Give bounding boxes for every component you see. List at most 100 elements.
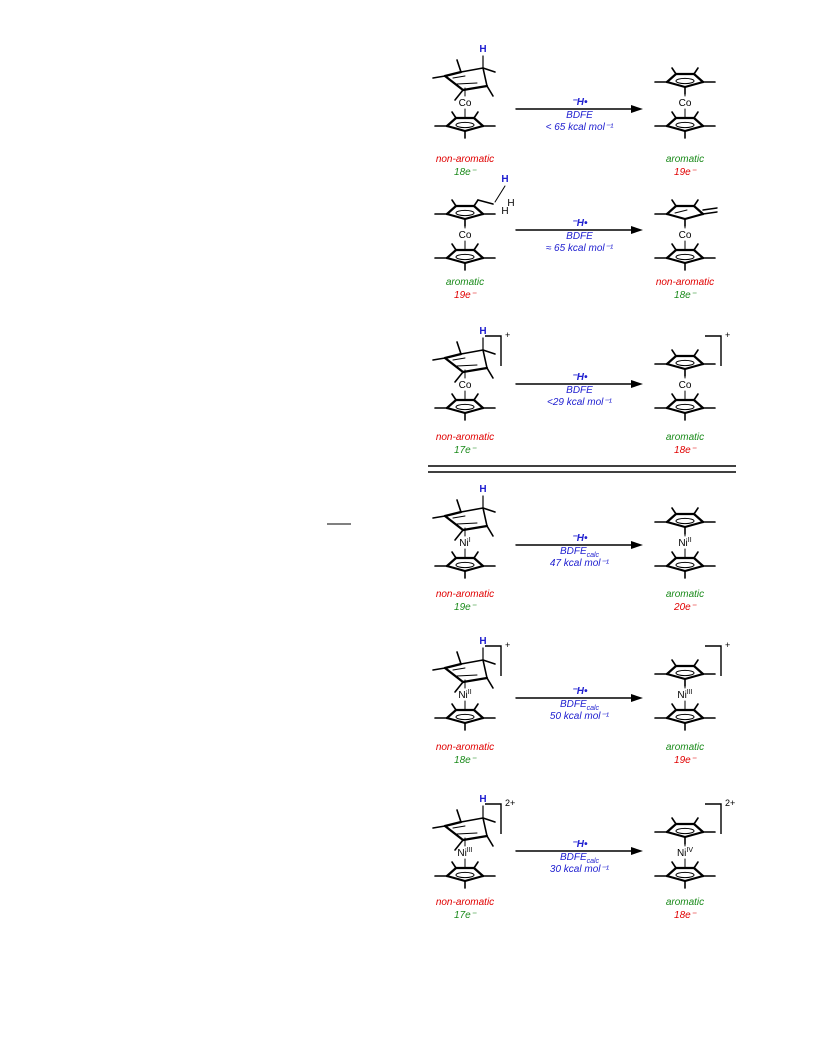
- ring-bond: [683, 830, 705, 839]
- arrow-bdfe-value: <29 kcal mol⁻¹: [547, 397, 613, 408]
- reaction-6: HNiIII2+NiIV2+non-aromatic17e⁻aromatic18…: [432, 794, 735, 921]
- reactant-4-metal-symbol: Ni: [459, 538, 468, 549]
- reactant-2-h-atom: H: [501, 174, 508, 185]
- reactant-4-metal-oxidation-state: I: [469, 537, 471, 544]
- product-2: Co: [654, 199, 718, 271]
- bond-line: [460, 67, 484, 73]
- ring-bond: [445, 708, 458, 720]
- product-1-top-ring: [654, 67, 716, 95]
- product-6-metal-oxidation-state: IV: [686, 847, 693, 854]
- product-2-top-ring: [654, 199, 718, 227]
- bond-line: [443, 666, 465, 684]
- reactant-5-metal-label: NiII: [458, 689, 471, 701]
- aromatic-circle: [455, 253, 475, 261]
- product-3-top-ring: [654, 349, 716, 377]
- reactant-1-metal-label: Co: [459, 98, 472, 109]
- exocyclic-bond: [702, 207, 718, 211]
- reaction-3: HCo+Co+non-aromatic17e⁻aromatic18e⁻⁻H•BD…: [432, 326, 730, 456]
- ring-bond: [683, 520, 705, 529]
- methyl-bond: [451, 861, 457, 869]
- product-3-metal-label: Co: [679, 380, 692, 391]
- product-6-metal-symbol: Ni: [677, 848, 686, 859]
- product-5-aromaticity-label: aromatic: [666, 742, 704, 753]
- arrow-bdfe-label: BDFEcalc: [560, 546, 600, 559]
- aromatic-circle: [675, 403, 695, 411]
- ring-bond: [692, 72, 705, 84]
- ring-bond: [665, 398, 678, 410]
- ring-bond: [692, 204, 705, 216]
- bond-line: [432, 825, 446, 829]
- product-6-bracket: 2+: [705, 798, 735, 834]
- product-1-bottom-ring: [654, 111, 716, 139]
- ring-bond: [683, 362, 705, 371]
- methyl-bond: [473, 243, 479, 251]
- ring-bond: [692, 116, 705, 128]
- arrow-head: [631, 694, 643, 702]
- ring-bond: [472, 116, 485, 128]
- ring-bond: [445, 124, 467, 133]
- reactant-3-aromaticity-label: non-aromatic: [436, 432, 494, 443]
- reactant-5-metal-oxidation-state: II: [468, 689, 472, 696]
- product-6-electron-count: 18e⁻: [674, 910, 697, 921]
- ring-bond: [665, 116, 678, 128]
- arrow-bdfe-label: BDFE: [566, 231, 593, 242]
- ring-bond: [665, 406, 687, 415]
- charge-label: +: [505, 640, 510, 650]
- bond-line: [482, 817, 488, 837]
- methyl-bond: [693, 551, 699, 559]
- bond-line: [482, 67, 488, 87]
- bond-line: [482, 659, 496, 665]
- ring-bond: [692, 398, 705, 410]
- bdfe-text: BDFE: [566, 110, 593, 121]
- methyl-bond: [693, 861, 699, 869]
- double-bond-mark: [674, 209, 688, 214]
- ring-bond: [665, 72, 678, 84]
- reactant-2-metal-label: Co: [459, 230, 472, 241]
- methyl-bond: [473, 703, 479, 711]
- ring-bond: [445, 564, 467, 573]
- methyl-bond: [473, 111, 479, 119]
- reactant-3-h-atom: H: [479, 326, 486, 337]
- ring-bond: [445, 116, 458, 128]
- reactant-6-h-atom: H: [479, 794, 486, 805]
- ring-bond: [665, 124, 687, 133]
- bdfe-text: BDFE: [560, 546, 587, 557]
- bond-line: [482, 349, 488, 369]
- reaction-arrow-2: ⁻H•BDFE≈ 65 kcal mol⁻¹: [515, 218, 643, 254]
- reaction-5: HNiII+NiIII+non-aromatic18e⁻aromatic19e⁻…: [432, 636, 730, 766]
- bracket-line: [705, 803, 722, 834]
- methyl-bond: [671, 551, 677, 559]
- bdfe-text: BDFE: [560, 699, 587, 710]
- bond-line: [482, 507, 488, 527]
- reactant-1-electron-count: 18e⁻: [454, 167, 477, 178]
- product-4-top-ring: [654, 507, 716, 535]
- arrow-reagent: ⁻H•: [571, 839, 588, 850]
- bond-line: [443, 74, 465, 92]
- product-2-electron-count: 18e⁻: [674, 290, 697, 301]
- aromatic-circle: [455, 121, 475, 129]
- reactant-6-bottom-ring: [434, 861, 496, 889]
- ring-bond: [683, 564, 705, 573]
- ring-bond: [665, 248, 678, 260]
- methyl-bond: [693, 349, 699, 357]
- bond-line: [456, 59, 462, 73]
- methyl-bond: [671, 861, 677, 869]
- aromatic-circle: [675, 871, 695, 879]
- charge-label: +: [725, 330, 730, 340]
- double-bond-mark: [456, 832, 478, 835]
- aromatic-circle: [455, 871, 475, 879]
- arrow-head: [631, 541, 643, 549]
- ring-bond: [665, 80, 687, 89]
- reactant-2-top-ring: [434, 199, 496, 227]
- product-1-metal-symbol: Co: [679, 98, 692, 109]
- product-5-bracket: +: [705, 640, 730, 676]
- bdfe-subscript: calc: [587, 552, 600, 559]
- arrow-head: [631, 105, 643, 113]
- ring-bond: [683, 124, 705, 133]
- bond-line: [486, 367, 494, 379]
- methyl-bond: [693, 199, 699, 207]
- product-5-metal-oxidation-state: III: [687, 689, 693, 696]
- bond-line: [454, 371, 464, 383]
